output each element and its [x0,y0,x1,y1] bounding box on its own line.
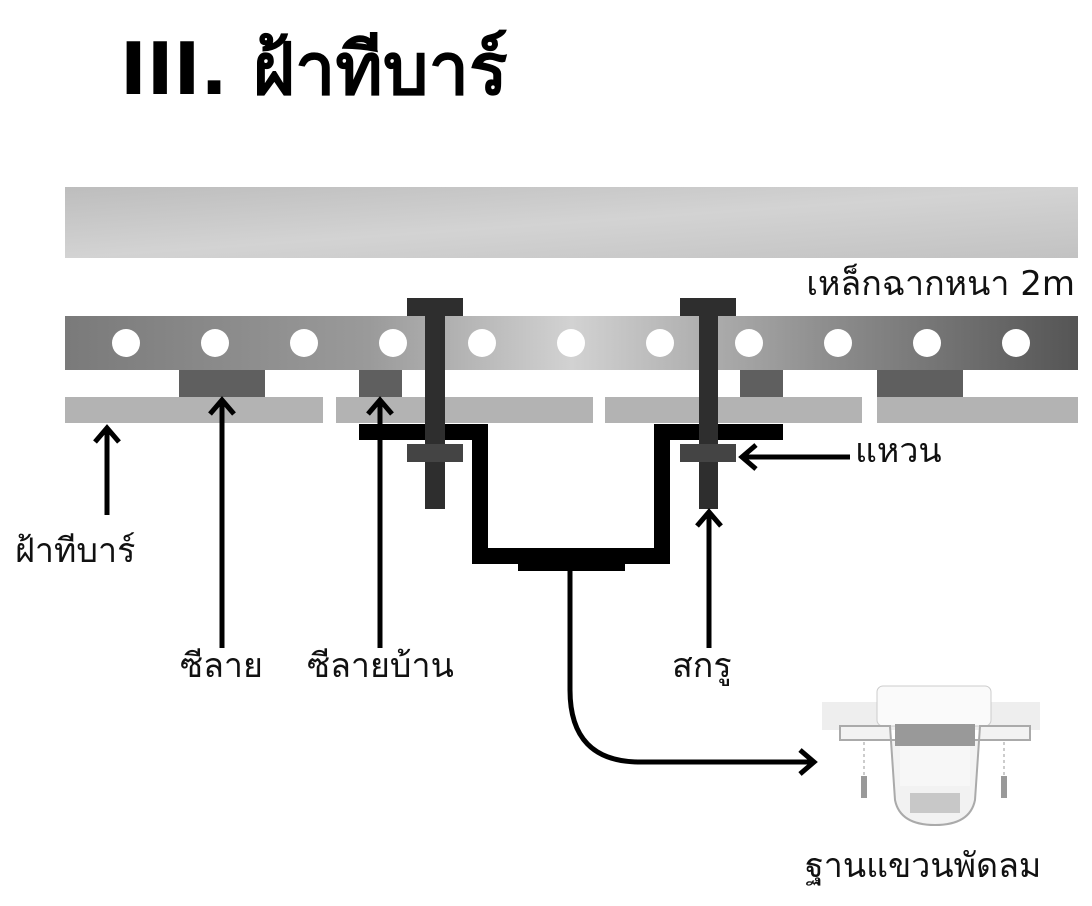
callout-arrows [93,396,850,776]
bolt-left [407,298,463,509]
angle-steel-bar [65,316,1078,370]
steel-holes [112,329,1030,357]
c-channels [179,370,963,397]
tbar-panels [65,397,1078,423]
label-tbar-ceiling: ฝ้าทีบาร์ [15,531,135,571]
bracket-base-plate [518,558,625,571]
hanger-bracket [359,424,783,564]
page-title: III. ฝ้าทีบาร์ [120,27,508,111]
label-fan-mount: ฐานแขวนพัดลม [805,846,1041,886]
label-screw: สกรู [672,646,732,686]
bolt-right [680,298,736,509]
fan-mount-image [822,685,1040,827]
concrete-slab [65,187,1078,258]
label-angle-steel: เหล็กฉากหนา 2m [806,263,1075,304]
label-c-channel: ซีลาย [180,646,263,686]
label-c-channel-house: ซีลายบ้าน [307,646,454,686]
label-washer: แหวน [855,431,942,471]
